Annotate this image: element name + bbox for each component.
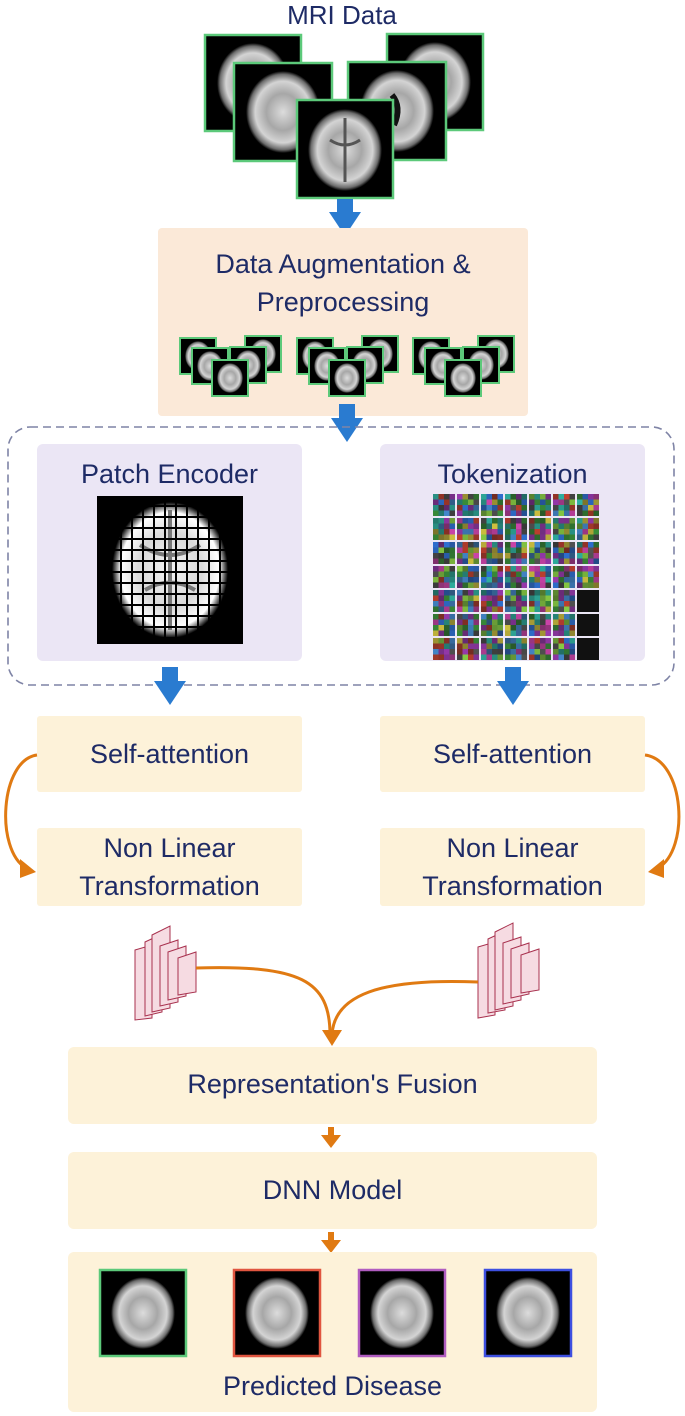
mri-stack [203, 32, 485, 200]
augmentation-title-line2: Preprocessing [256, 287, 430, 317]
prediction-box [68, 1252, 597, 1412]
mri-data-title: MRI Data [287, 0, 397, 30]
patch-encoder-label: Patch Encoder [80, 459, 259, 489]
augmentation-title-line1: Data Augmentation & [215, 249, 471, 279]
left-self-attention-label: Self-attention [89, 739, 250, 769]
right-curve-arrow [644, 753, 681, 870]
right-self-attention-label: Self-attention [432, 739, 593, 769]
prediction-thumbnails [98, 1268, 573, 1358]
down-arrow-icon [329, 199, 361, 236]
dnn-box [68, 1152, 597, 1229]
merge-arrow-left [195, 966, 332, 1036]
down-arrow-icon [331, 404, 363, 442]
patched-mri-image [97, 496, 243, 644]
down-arrow-icon [321, 1240, 341, 1253]
token-patch [577, 590, 599, 612]
augmented-mri-thumbnails [179, 335, 515, 397]
left-nonlinear-box [37, 828, 302, 906]
encoder-group-border [7, 426, 675, 686]
down-arrow-icon [154, 667, 186, 705]
merge-arrow-right [330, 979, 479, 1036]
token-patch [577, 638, 599, 660]
right-nonlinear-label-line2: Transformation [422, 871, 603, 901]
dnn-label: DNN Model [262, 1175, 403, 1205]
left-curve-arrow [4, 753, 38, 870]
right-self-attention-box [380, 716, 645, 792]
left-feature-map-icon [134, 925, 197, 1021]
token-patch [577, 614, 599, 636]
left-self-attention-box [37, 716, 302, 792]
left-nonlinear-label-line1: Non Linear [103, 833, 236, 863]
down-arrow-icon [497, 667, 529, 705]
tokenization-label: Tokenization [437, 459, 588, 489]
down-arrow-icon [321, 1135, 341, 1148]
right-nonlinear-label-line1: Non Linear [446, 833, 579, 863]
right-feature-map-icon [477, 922, 540, 1019]
fusion-label: Representation's Fusion [187, 1069, 478, 1099]
fusion-box [68, 1047, 597, 1124]
right-nonlinear-box [380, 828, 645, 906]
predicted-disease-label: Predicted Disease [222, 1371, 443, 1401]
token-grid [433, 494, 599, 660]
left-nonlinear-label-line2: Transformation [79, 871, 260, 901]
